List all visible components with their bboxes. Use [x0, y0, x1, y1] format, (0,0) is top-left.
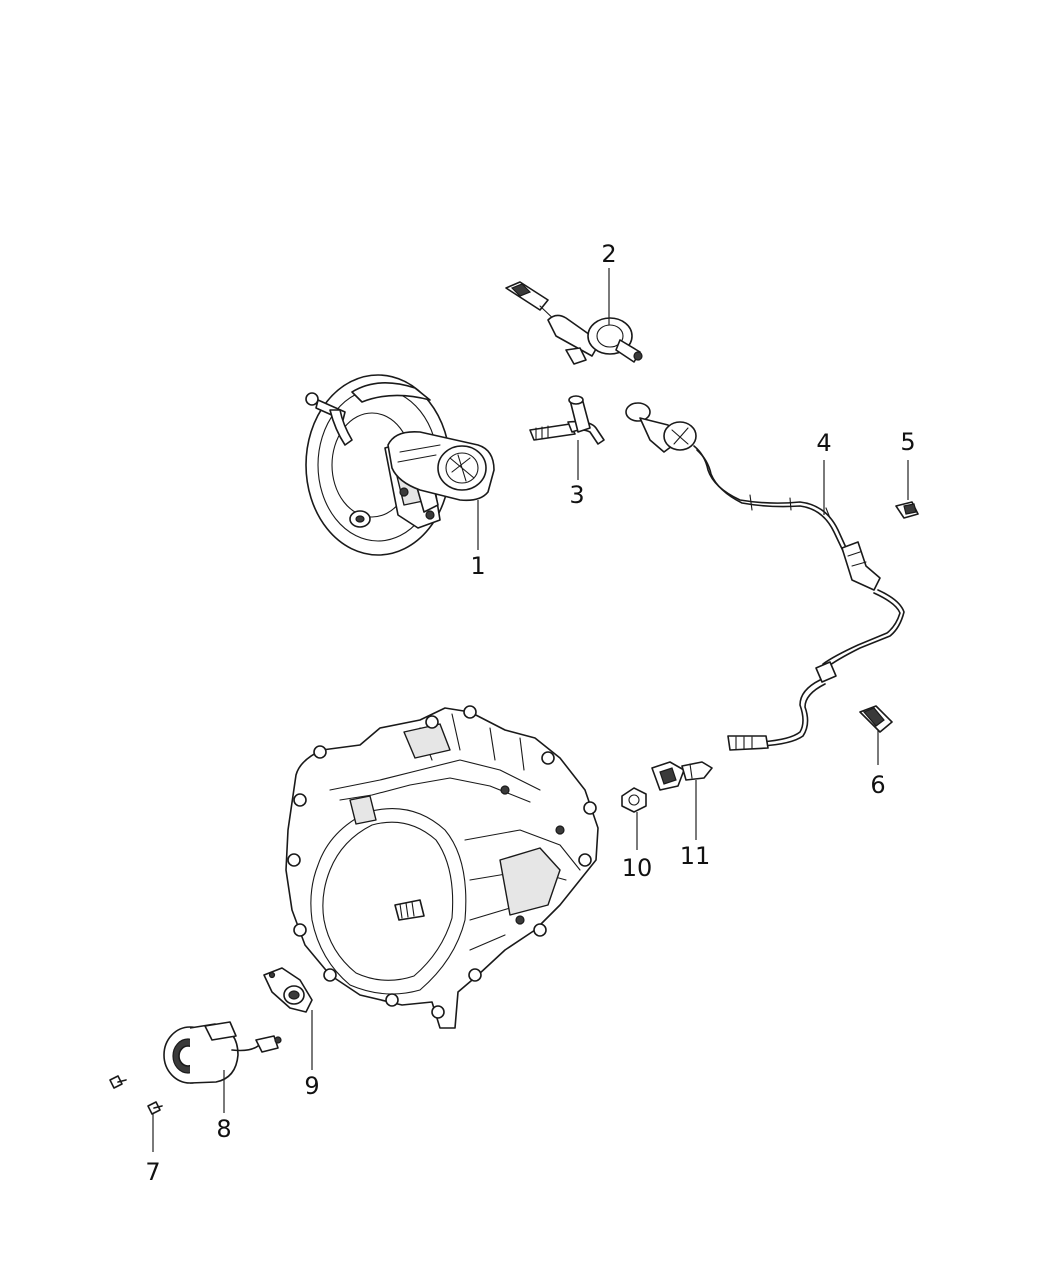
part-10-nut — [621, 787, 647, 813]
callout-10: 10 — [622, 854, 653, 882]
callout-7: 7 — [145, 1158, 160, 1186]
transmission-case — [285, 705, 599, 1029]
part-8-slave-cylinder — [163, 1021, 282, 1084]
callout-1: 1 — [470, 552, 485, 580]
callout-6: 6 — [870, 771, 885, 799]
callout-5: 5 — [900, 428, 915, 456]
part-2-clutch-master-cylinder — [505, 281, 643, 365]
part-4-hydraulic-line — [625, 402, 905, 751]
part-7-bolts — [109, 1075, 163, 1115]
callout-3: 3 — [569, 481, 584, 509]
part-5-clip — [895, 501, 919, 519]
callout-11: 11 — [680, 842, 711, 870]
part-11-bleeder-fitting — [651, 761, 713, 791]
part-9-seal-plate — [263, 967, 313, 1013]
callout-8: 8 — [216, 1115, 231, 1143]
part-1-brake-booster — [305, 374, 495, 556]
part-6-bracket-clip — [859, 705, 893, 733]
part-3-hose-fitting — [529, 395, 605, 445]
callout-4: 4 — [816, 429, 831, 457]
callout-2: 2 — [601, 240, 616, 268]
callout-9: 9 — [304, 1072, 319, 1100]
